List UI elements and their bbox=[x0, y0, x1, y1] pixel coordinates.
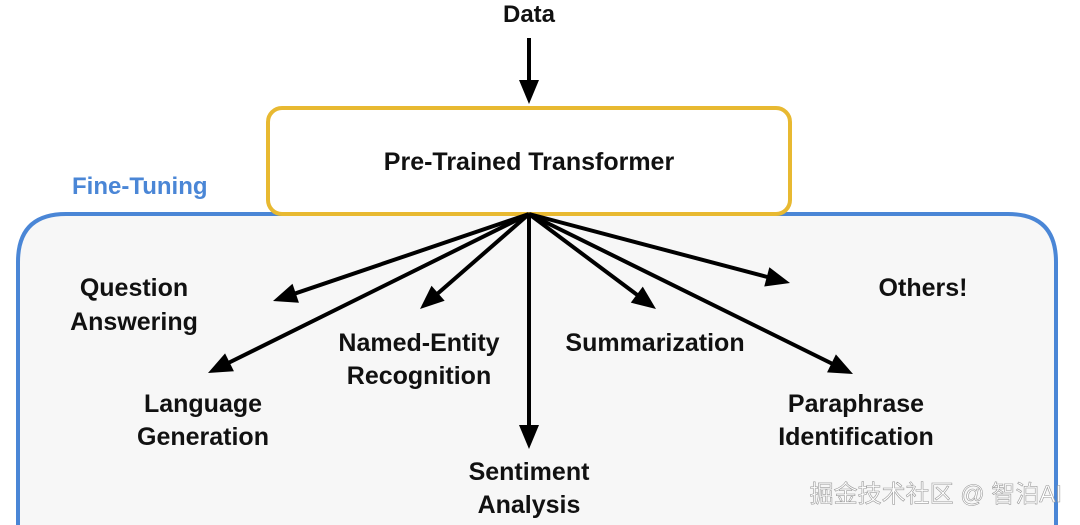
arrow-to-language-generation-shaft bbox=[226, 212, 530, 366]
arrow-to-question-answering-shaft bbox=[293, 212, 530, 296]
arrow-to-others bbox=[528, 212, 790, 287]
task-sentiment-analysis-line-2: Analysis bbox=[478, 491, 581, 519]
arrow-to-others-shaft bbox=[528, 212, 770, 280]
pretrained-transformer-label: Pre-Trained Transformer bbox=[384, 148, 675, 176]
task-paraphrase-identification-line-1: Paraphrase bbox=[788, 390, 924, 418]
arrow-to-named-entity-recognition-head bbox=[420, 285, 445, 309]
task-question-answering: Question Answering bbox=[70, 274, 198, 336]
arrow-to-others-head bbox=[764, 267, 790, 287]
task-summarization-line-1: Summarization bbox=[565, 329, 744, 357]
task-others-line-1: Others! bbox=[879, 274, 968, 302]
arrow-to-language-generation bbox=[208, 212, 530, 373]
task-question-answering-line-2: Answering bbox=[70, 308, 198, 336]
arrow-to-summarization bbox=[527, 212, 656, 309]
data-to-model-arrow bbox=[519, 38, 539, 104]
arrow-to-language-generation-head bbox=[208, 353, 234, 373]
task-named-entity-recognition: Named-Entity Recognition bbox=[338, 329, 499, 390]
arrow-to-question-answering-head bbox=[273, 283, 299, 303]
arrow-to-paraphrase-identification-shaft bbox=[528, 212, 835, 367]
task-named-entity-recognition-line-1: Named-Entity bbox=[338, 329, 499, 357]
task-named-entity-recognition-line-2: Recognition bbox=[347, 362, 491, 390]
task-language-generation-line-2: Generation bbox=[137, 423, 269, 451]
task-sentiment-analysis-line-1: Sentiment bbox=[469, 458, 591, 486]
task-others: Others! bbox=[879, 274, 968, 302]
arrow-to-summarization-head bbox=[630, 286, 656, 309]
task-sentiment-analysis: Sentiment Analysis bbox=[469, 458, 591, 519]
task-language-generation: Language Generation bbox=[137, 390, 269, 451]
task-arrows bbox=[208, 212, 853, 449]
fine-tuning-label: Fine-Tuning bbox=[72, 173, 208, 200]
task-summarization: Summarization bbox=[565, 329, 744, 357]
task-language-generation-line-1: Language bbox=[144, 390, 262, 418]
task-paraphrase-identification-line-2: Identification bbox=[778, 423, 934, 451]
arrow-to-sentiment-analysis-head bbox=[519, 425, 539, 449]
arrow-to-paraphrase-identification bbox=[528, 212, 853, 374]
arrow-to-summarization-shaft bbox=[527, 212, 640, 298]
arrow-to-question-answering bbox=[273, 212, 530, 303]
arrow-to-named-entity-recognition-shaft bbox=[435, 212, 531, 297]
task-question-answering-line-1: Question bbox=[80, 274, 188, 302]
arrow-to-named-entity-recognition bbox=[420, 212, 531, 309]
task-paraphrase-identification: Paraphrase Identification bbox=[778, 390, 934, 451]
arrow-to-paraphrase-identification-head bbox=[827, 354, 853, 374]
arrow-to-sentiment-analysis bbox=[519, 214, 539, 449]
data-label: Data bbox=[503, 1, 556, 28]
watermark: 掘金技术社区 @ 智泊AI bbox=[810, 481, 1062, 508]
